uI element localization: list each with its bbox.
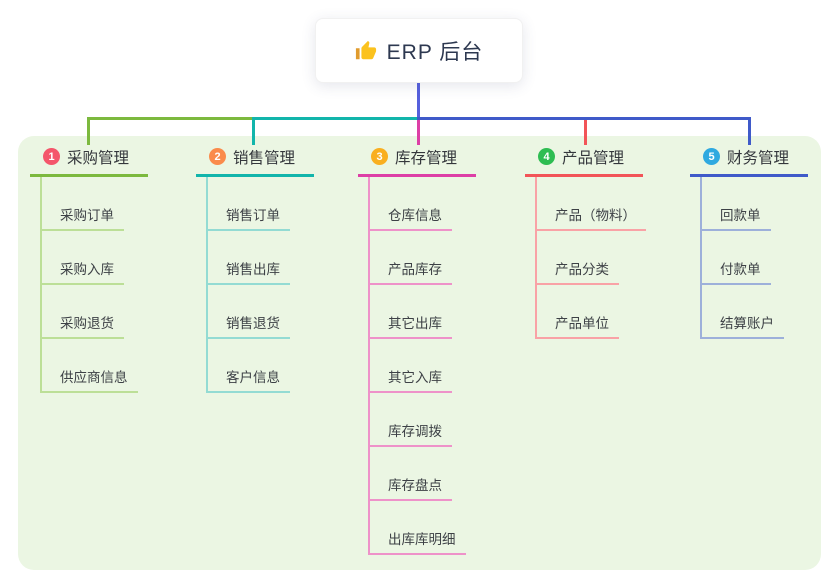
branch-number-badge: 5 — [703, 148, 720, 165]
branch-drop-line — [748, 120, 751, 145]
child-node[interactable]: 结算账户 — [702, 285, 784, 339]
child-node[interactable]: 销售订单 — [208, 177, 290, 231]
child-node[interactable]: 客户信息 — [208, 339, 290, 393]
root-node-label: ERP 后台 — [386, 40, 484, 64]
child-node[interactable]: 销售退货 — [208, 285, 290, 339]
child-node[interactable]: 其它出库 — [370, 285, 452, 339]
child-node[interactable]: 产品分类 — [537, 231, 619, 285]
rail-segment — [252, 117, 420, 120]
mindmap-background-panel — [18, 136, 821, 570]
branch-header[interactable]: 4 产品管理 — [525, 146, 643, 177]
child-node[interactable]: 其它入库 — [370, 339, 452, 393]
child-node[interactable]: 仓库信息 — [370, 177, 452, 231]
branch-column: 5 财务管理回款单付款单结算账户 — [690, 146, 808, 339]
branch-column: 4 产品管理产品（物料）产品分类产品单位 — [525, 146, 646, 339]
thumbs-up-icon — [355, 40, 377, 62]
branch-header[interactable]: 3 库存管理 — [358, 146, 476, 177]
child-node[interactable]: 付款单 — [702, 231, 771, 285]
branch-number-badge: 1 — [43, 148, 60, 165]
root-node[interactable]: ERP 后台 — [315, 18, 523, 83]
branch-number-badge: 2 — [209, 148, 226, 165]
branch-title: 销售管理 — [233, 149, 296, 167]
branch-title: 财务管理 — [727, 149, 790, 167]
child-node[interactable]: 库存盘点 — [370, 447, 452, 501]
branch-header[interactable]: 5 财务管理 — [690, 146, 808, 177]
child-node[interactable]: 供应商信息 — [42, 339, 138, 393]
child-node[interactable]: 出库库明细 — [370, 501, 466, 555]
branch-children: 产品（物料）产品分类产品单位 — [535, 177, 646, 339]
branch-drop-line — [87, 120, 90, 145]
child-node[interactable]: 销售出库 — [208, 231, 290, 285]
branch-children: 销售订单销售出库销售退货客户信息 — [206, 177, 290, 393]
rail-segment — [87, 117, 252, 120]
child-node[interactable]: 采购入库 — [42, 231, 124, 285]
branch-children: 采购订单采购入库采购退货供应商信息 — [40, 177, 138, 393]
branch-column: 2 销售管理销售订单销售出库销售退货客户信息 — [196, 146, 314, 393]
branch-column: 1 采购管理采购订单采购入库采购退货供应商信息 — [30, 146, 148, 393]
child-node[interactable]: 产品单位 — [537, 285, 619, 339]
branch-children: 仓库信息产品库存其它出库其它入库库存调拨库存盘点出库库明细 — [368, 177, 466, 555]
child-node[interactable]: 产品（物料） — [537, 177, 646, 231]
child-node[interactable]: 采购退货 — [42, 285, 124, 339]
branch-drop-line — [417, 120, 420, 145]
branch-children: 回款单付款单结算账户 — [700, 177, 784, 339]
child-node[interactable]: 产品库存 — [370, 231, 452, 285]
child-node[interactable]: 库存调拨 — [370, 393, 452, 447]
branch-drop-line — [584, 120, 587, 145]
branch-column: 3 库存管理仓库信息产品库存其它出库其它入库库存调拨库存盘点出库库明细 — [358, 146, 476, 555]
branch-title: 产品管理 — [562, 149, 625, 167]
root-connector-line — [417, 83, 420, 120]
rail-segment — [417, 117, 751, 120]
branch-number-badge: 4 — [538, 148, 555, 165]
branch-title: 库存管理 — [395, 149, 458, 167]
branch-drop-line — [252, 120, 255, 145]
child-node[interactable]: 回款单 — [702, 177, 771, 231]
child-node[interactable]: 采购订单 — [42, 177, 124, 231]
branch-title: 采购管理 — [67, 149, 130, 167]
branch-number-badge: 3 — [371, 148, 388, 165]
branch-header[interactable]: 1 采购管理 — [30, 146, 148, 177]
branch-header[interactable]: 2 销售管理 — [196, 146, 314, 177]
